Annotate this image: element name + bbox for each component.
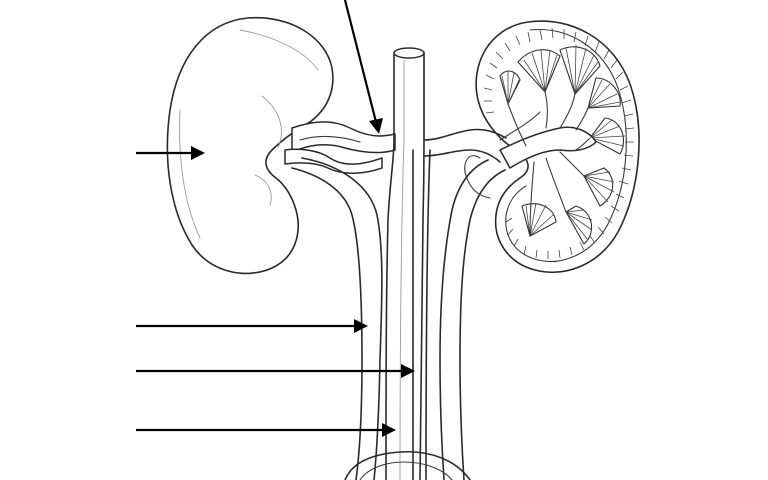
right-kidney-section	[475, 20, 640, 274]
renal-pelvis	[499, 91, 597, 237]
arrow-renal-vessel	[343, 0, 383, 134]
bladder-top	[344, 450, 471, 480]
cortex-striations	[483, 27, 635, 259]
left-renal-vessels	[284, 121, 396, 174]
arrow-ureter	[136, 319, 368, 333]
label-arrows	[136, 0, 415, 437]
aorta	[385, 47, 425, 480]
arrow-left-kidney	[136, 146, 205, 160]
right-ureter	[439, 155, 506, 480]
arrow-vena-cava	[136, 423, 396, 437]
left-kidney	[166, 17, 334, 275]
vena-cava	[412, 128, 507, 480]
arrow-aorta	[136, 364, 415, 378]
left-ureter	[291, 157, 383, 480]
